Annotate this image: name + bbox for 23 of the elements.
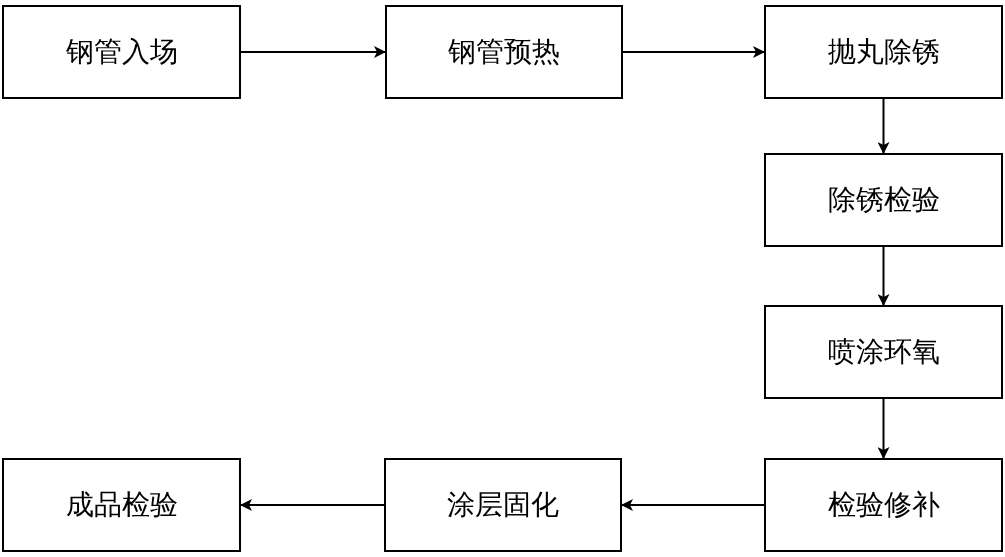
step-label: 涂层固化 xyxy=(447,487,559,523)
process-box xyxy=(385,5,623,99)
arrow xyxy=(622,46,765,58)
arrow xyxy=(877,398,890,459)
arrow xyxy=(621,499,765,511)
arrow xyxy=(877,98,890,154)
step-label: 检验修补 xyxy=(827,487,940,523)
process-box xyxy=(764,153,1003,247)
step-label: 钢管预热 xyxy=(448,34,560,70)
step-label: 钢管入场 xyxy=(65,34,178,70)
process-box xyxy=(764,5,1003,99)
process-box xyxy=(384,458,622,552)
process-box xyxy=(2,458,241,552)
step-label: 抛丸除锈 xyxy=(827,34,940,70)
process-box xyxy=(2,5,241,99)
arrow xyxy=(240,499,385,511)
step-label: 喷涂环氧 xyxy=(827,334,940,370)
arrow xyxy=(877,246,890,306)
process-box xyxy=(764,305,1003,399)
step-label: 除锈检验 xyxy=(827,182,940,218)
arrow xyxy=(240,46,386,58)
step-label: 成品检验 xyxy=(65,487,178,523)
process-box xyxy=(764,458,1003,552)
